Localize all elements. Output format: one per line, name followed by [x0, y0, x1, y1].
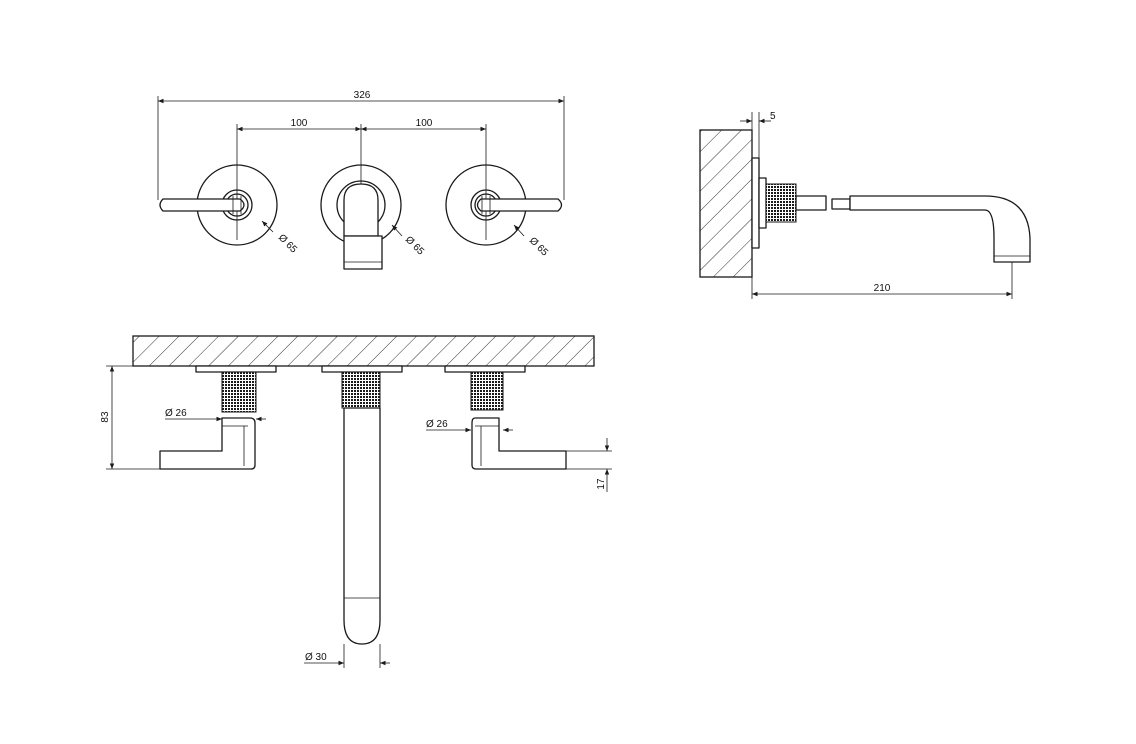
knurled-collar-mid — [341, 371, 381, 409]
spout-neck-side — [795, 195, 827, 211]
overall-width-label: 326 — [354, 90, 371, 101]
spout-side — [849, 195, 1031, 263]
rosette-side — [758, 177, 767, 229]
projection-label: 210 — [874, 283, 891, 294]
knurled-collar-right — [470, 371, 504, 411]
rosette-left-leader — [261, 220, 274, 233]
lever-right-label: Ø 26 — [426, 419, 448, 430]
center-right-label: 100 — [416, 118, 433, 129]
lever-left — [159, 417, 256, 470]
knurled-collar-left — [221, 371, 257, 413]
rosette-mid-leader — [391, 224, 403, 237]
spout-front — [320, 164, 402, 270]
rosette-right-label: Ø 65 — [527, 235, 550, 258]
wall-section — [699, 129, 753, 278]
height-label: 83 — [100, 411, 111, 423]
rosette-plan-left — [195, 365, 277, 373]
rosette-plan-mid — [321, 365, 403, 373]
wall-plate — [751, 157, 760, 249]
spout-label: Ø 30 — [305, 652, 327, 663]
wall-section-plan — [132, 335, 595, 367]
right-handle-front — [445, 164, 563, 246]
front-view: 326 100 100 Ø 65 Ø 65 — [157, 90, 565, 270]
rosette-right-leader — [513, 224, 525, 237]
rosette-plan-right — [444, 365, 526, 373]
rosette-mid-label: Ø 65 — [403, 234, 426, 257]
plan-view: 83 Ø 26 Ø 26 17 Ø 30 — [100, 335, 612, 668]
center-left-label: 100 — [291, 118, 308, 129]
wall-plate-label: 5 — [770, 111, 776, 122]
lever-height-label: 17 — [596, 478, 607, 490]
lever-left-label: Ø 26 — [165, 408, 187, 419]
lever-right — [471, 417, 567, 470]
aerator-joint — [831, 198, 851, 210]
rosette-left-label: Ø 65 — [276, 232, 299, 255]
left-handle-front — [159, 164, 278, 246]
knurled-collar-side — [765, 183, 797, 223]
side-view: 5 210 — [699, 111, 1031, 299]
spout-plan — [343, 407, 381, 645]
